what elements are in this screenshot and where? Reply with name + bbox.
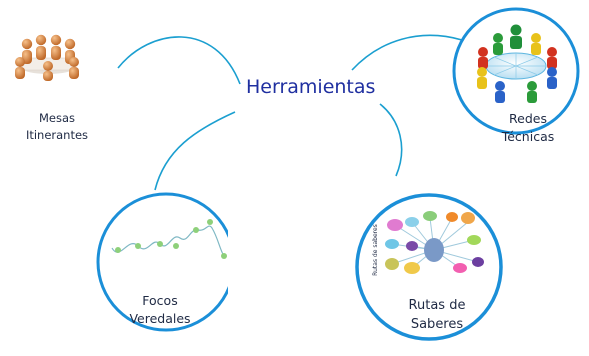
focos-label-line1: Focos	[142, 293, 178, 308]
connector-rutas	[379, 103, 403, 177]
rutas-de-saberes-label: Rutas de Saberes	[392, 297, 482, 335]
connector-focos	[154, 111, 236, 191]
redes-node	[452, 7, 580, 135]
rutas-label-line2: Saberes	[410, 316, 464, 332]
mesas-itinerantes-label: Mesas Itinerantes	[22, 110, 92, 142]
focos-node	[96, 192, 240, 332]
focos-veredales-label: Focos Veredales	[120, 292, 200, 326]
mesas-label-line2: Itinerantes	[25, 127, 89, 142]
people-network-icon	[477, 24, 557, 103]
redes-tecnicas-label: Redes Técnicas	[488, 110, 568, 146]
connector-mesas	[117, 36, 241, 85]
rutas-label-line1: Rutas de	[408, 298, 466, 313]
focos-label-line2: Veredales	[129, 311, 191, 326]
redes-label-line2: Técnicas	[501, 129, 555, 145]
redes-label-line1: Redes	[509, 111, 547, 126]
mesas-label-line1: Mesas	[38, 111, 76, 125]
connectors	[117, 34, 463, 191]
mind-map-icon: Rutas de saberes	[372, 211, 484, 276]
center-title: Herramientas	[246, 76, 376, 98]
trail-path-icon	[111, 219, 227, 259]
connector-redes	[351, 34, 463, 71]
mind-map-caption: Rutas de saberes	[372, 224, 379, 276]
rutas-node: Rutas de saberes	[355, 193, 503, 341]
people-meeting-table-icon	[15, 34, 79, 81]
